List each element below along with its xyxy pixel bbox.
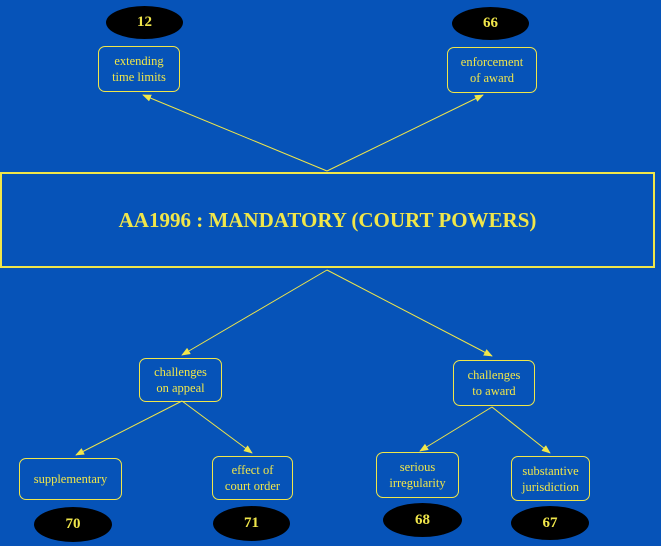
- section-badge-70: 70: [34, 507, 112, 542]
- section-badge-68: 68: [383, 503, 462, 537]
- node-serious-irregularity: serious irregularity: [376, 452, 459, 498]
- arrow-award-to-substantive-jurisdiction: [491, 406, 551, 454]
- arrow-main-to-enforcement-of-award: [326, 94, 484, 172]
- section-badge-66: 66: [452, 7, 529, 40]
- arrow-main-to-challenges-on-appeal: [181, 269, 328, 356]
- arrow-award-to-serious-irregularity: [419, 406, 493, 452]
- section-badge-12: 12: [106, 6, 183, 39]
- arrow-appeal-to-supplementary: [75, 400, 183, 456]
- section-badge-67: 67: [511, 506, 589, 540]
- node-substantive-jurisdiction: substantive jurisdiction: [511, 456, 590, 501]
- section-badge-71: 71: [213, 506, 290, 541]
- arrow-main-to-challenges-to-award: [326, 269, 493, 357]
- arrow-main-to-extending-time-limits: [142, 94, 328, 172]
- arrow-appeal-to-effect-of-court-order: [181, 400, 253, 454]
- node-challenges-on-appeal: challenges on appeal: [139, 358, 222, 402]
- main-title: AA1996 : MANDATORY (COURT POWERS): [118, 207, 537, 232]
- node-challenges-to-award: challenges to award: [453, 360, 535, 406]
- node-supplementary: supplementary: [19, 458, 122, 500]
- node-effect-of-court-order: effect of court order: [212, 456, 293, 500]
- main-topic-box: AA1996 : MANDATORY (COURT POWERS): [0, 172, 655, 268]
- node-enforcement-of-award: enforcement of award: [447, 47, 537, 93]
- node-extending-time-limits: extending time limits: [98, 46, 180, 92]
